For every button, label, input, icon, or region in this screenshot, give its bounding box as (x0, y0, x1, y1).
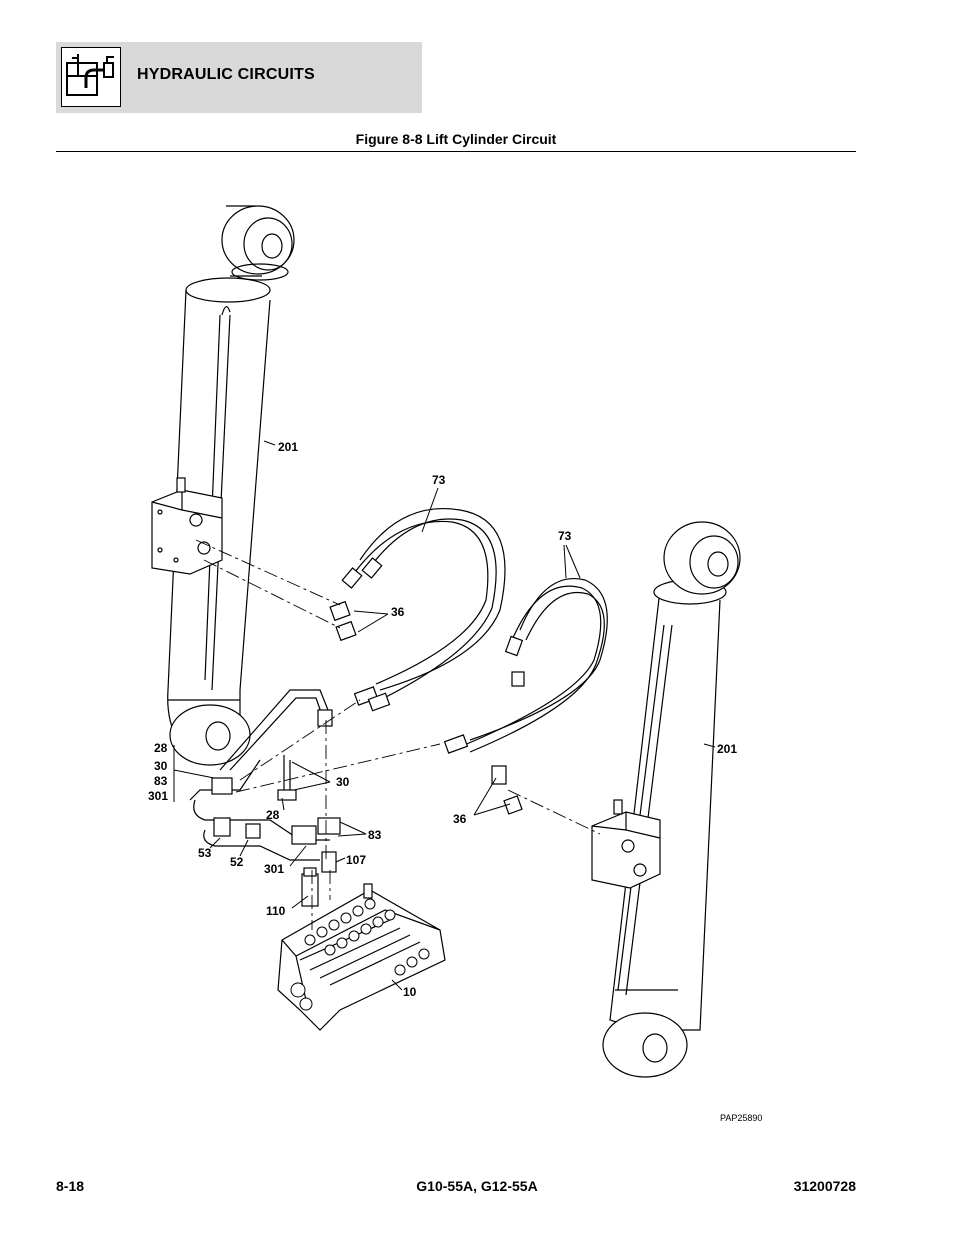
left-lift-cylinder (151, 205, 295, 766)
callout-110: 110 (266, 904, 286, 918)
right-hose-assembly (443, 578, 608, 754)
section-title: HYDRAULIC CIRCUITS (137, 66, 315, 83)
callout-301-stack: 301 (148, 789, 168, 803)
callout-52: 52 (230, 855, 244, 869)
left-hose-assembly (341, 508, 506, 712)
callout-30-stack: 30 (154, 759, 168, 773)
callout-36-lower: 36 (453, 812, 467, 826)
document-number: 31200728 (793, 1178, 856, 1194)
page-number: 8-18 (56, 1178, 85, 1194)
callout-201-left: 201 (278, 440, 298, 454)
leader-lines (173, 440, 716, 991)
centerlines (195, 539, 601, 930)
callout-28-stack: 28 (154, 741, 168, 755)
hydraulic-circuit-icon (61, 47, 121, 107)
model-numbers: G10-55A, G12-55A (416, 1178, 538, 1194)
callout-10: 10 (403, 985, 417, 999)
callout-30: 30 (336, 775, 350, 789)
callout-301: 301 (264, 862, 284, 876)
right-lift-cylinder (591, 521, 741, 1078)
drawing-id: PAP25890 (720, 1113, 762, 1123)
callout-53: 53 (198, 846, 212, 860)
steel-tubes-and-clamps (189, 689, 341, 861)
callout-28: 28 (266, 808, 280, 822)
callout-73-right: 73 (558, 529, 572, 543)
callout-83-stack: 83 (154, 774, 168, 788)
figure-title: Figure 8-8 Lift Cylinder Circuit (355, 131, 557, 147)
callout-107: 107 (346, 853, 366, 867)
adapter-fittings (301, 851, 337, 907)
main-control-valve (277, 883, 446, 1031)
callout-83: 83 (368, 828, 382, 842)
callout-73-left: 73 (432, 473, 446, 487)
callout-36-upper: 36 (391, 605, 405, 619)
callout-labels: 201 73 73 36 28 30 83 301 30 28 83 53 52… (148, 440, 762, 1123)
callout-201-right: 201 (717, 742, 737, 756)
header-rule (56, 151, 856, 152)
